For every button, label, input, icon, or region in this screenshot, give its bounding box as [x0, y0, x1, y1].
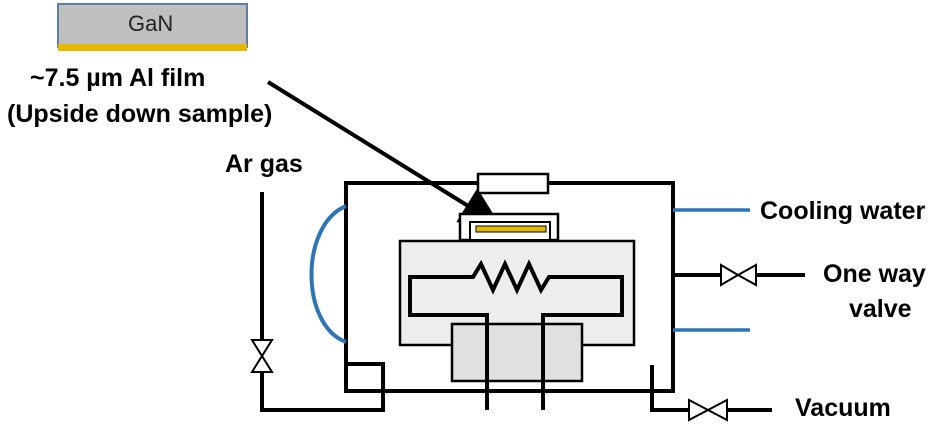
- sample-al-film: [475, 225, 547, 233]
- gan-layer: [57, 3, 248, 48]
- al-film-label: ~7.5 µm Al film: [30, 64, 206, 92]
- pointer-arrow: [266, 80, 501, 227]
- ar-gas-valve-icon: [250, 339, 274, 373]
- cooling-water-label: Cooling water: [760, 197, 926, 225]
- heater-element: [408, 259, 624, 410]
- gan-label: GaN: [128, 11, 174, 36]
- vacuum-label: Vacuum: [795, 394, 891, 422]
- sample-note-label: (Upside down sample): [7, 100, 273, 128]
- side-window-arc: [309, 204, 347, 344]
- stage-support-block: [450, 322, 584, 383]
- one-way-valve-label-line1: One way: [823, 260, 926, 288]
- al-film-layer: [58, 44, 247, 51]
- ar-gas-line-lower: [260, 362, 385, 412]
- vacuum-line-left: [650, 365, 689, 412]
- gan-sample-inset: [57, 3, 248, 51]
- viewport-window: [476, 172, 550, 195]
- one-way-valve-icon: [720, 263, 757, 287]
- ar-gas-label: Ar gas: [225, 150, 303, 178]
- one-way-valve-label-line2: valve: [849, 295, 912, 323]
- vacuum-valve-icon: [688, 398, 728, 422]
